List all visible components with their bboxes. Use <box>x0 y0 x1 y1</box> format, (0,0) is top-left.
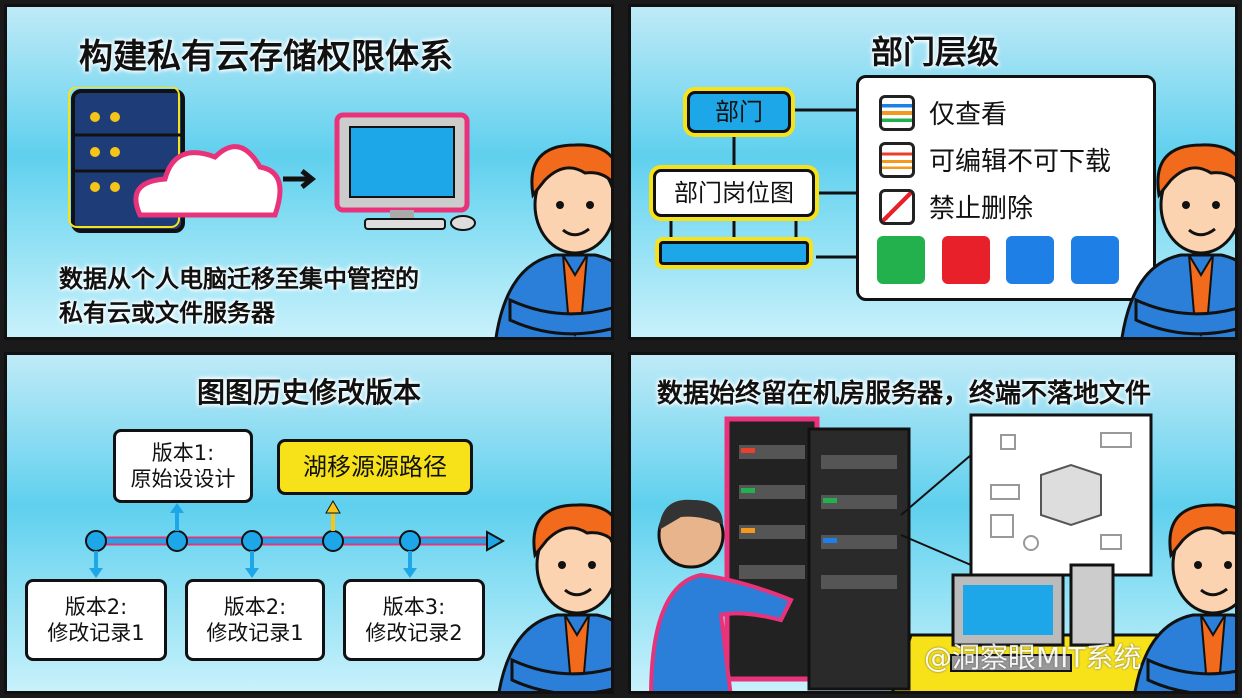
arrow-right-icon <box>283 169 317 189</box>
version-title: 版本2: <box>223 594 287 619</box>
version-title: 版本3: <box>382 594 446 619</box>
panel-private-cloud: 构建私有云存储权限体系 数据从个人电脑迁移至集中管控的 私有云或文件服务器 <box>4 4 614 340</box>
permission-label: 禁止删除 <box>929 194 1034 224</box>
highlight-box: 湖移源源路径 <box>277 439 473 495</box>
panel-title: 数据始终留在机房服务器，终端不落地文件 <box>657 379 1152 409</box>
panel-title: 构建私有云存储权限体系 <box>79 37 453 77</box>
version-title: 版本2: <box>64 594 128 619</box>
timeline <box>85 500 506 578</box>
version-desc: 原始设设计 <box>130 467 236 491</box>
person-illustration <box>493 143 611 337</box>
caption-line-1: 数据从个人电脑迁移至集中管控的 <box>59 265 419 293</box>
clipboard-icon <box>1071 236 1119 284</box>
edit-no-download-icon <box>879 141 915 178</box>
person-illustration <box>495 503 611 691</box>
version-title: 版本1: <box>151 440 215 465</box>
list-icon <box>879 94 915 131</box>
diagram-popup <box>900 413 1153 577</box>
check-shield-icon <box>1006 236 1054 284</box>
version-box: 版本2:修改记录1 <box>25 579 167 661</box>
org-chart-label: 部门岗位图 <box>674 179 794 207</box>
cloud-icon <box>133 144 283 218</box>
permission-edit-no-download: 可编辑不可下载 <box>879 141 1111 178</box>
version-box: 版本2:修改记录1 <box>185 579 325 661</box>
version-1-box: 版本1:原始设设计 <box>113 429 253 503</box>
panel-title: 部门层级 <box>871 33 1000 71</box>
department-label: 部门 <box>715 98 763 126</box>
department-node: 部门 <box>687 91 791 133</box>
version-desc: 修改记录2 <box>365 621 463 645</box>
connector-lines <box>669 108 861 259</box>
no-delete-icon <box>879 188 915 225</box>
server-room-illustration <box>649 413 1235 691</box>
highlight-label: 湖移源源路径 <box>303 453 447 481</box>
panel-department-hierarchy: 部门层级 部门 部门岗位图 仅查看 可编辑不可下载 禁止删除 <box>628 4 1238 340</box>
panel-version-history: 图图历史修改版本 版本1:原始设设计 湖移源源路径 版本2:修改记录1 版本2:… <box>4 352 614 694</box>
panel-server-room: 数据始终留在机房服务器，终端不落地文件 <box>628 352 1238 694</box>
forbidden-icon <box>942 236 990 284</box>
document-icon <box>877 236 925 284</box>
version-desc: 修改记录1 <box>206 621 304 645</box>
permission-label: 仅查看 <box>929 100 1008 130</box>
permissions-card: 仅查看 可编辑不可下载 禁止删除 <box>856 75 1156 301</box>
caption-line-2: 私有云或文件服务器 <box>59 299 275 327</box>
computer-icon <box>334 112 476 231</box>
desktop-computer-icon <box>950 563 1115 672</box>
permission-view-only: 仅查看 <box>879 94 1007 131</box>
permission-no-delete: 禁止删除 <box>879 188 1033 225</box>
version-box: 版本3:修改记录2 <box>343 579 485 661</box>
panel-title: 图图历史修改版本 <box>197 376 422 409</box>
permission-label: 可编辑不可下载 <box>929 147 1112 177</box>
org-chart-node: 部门岗位图 <box>653 169 815 217</box>
server-rack-icon <box>724 416 911 691</box>
version-desc: 修改记录1 <box>47 621 145 645</box>
person-illustration <box>1119 143 1235 337</box>
position-bar <box>659 241 809 265</box>
technician-figure <box>649 499 794 691</box>
server-to-cloud-to-pc-illustration <box>68 87 476 233</box>
watermark: @洞察眼MIT系统 <box>924 641 1142 674</box>
